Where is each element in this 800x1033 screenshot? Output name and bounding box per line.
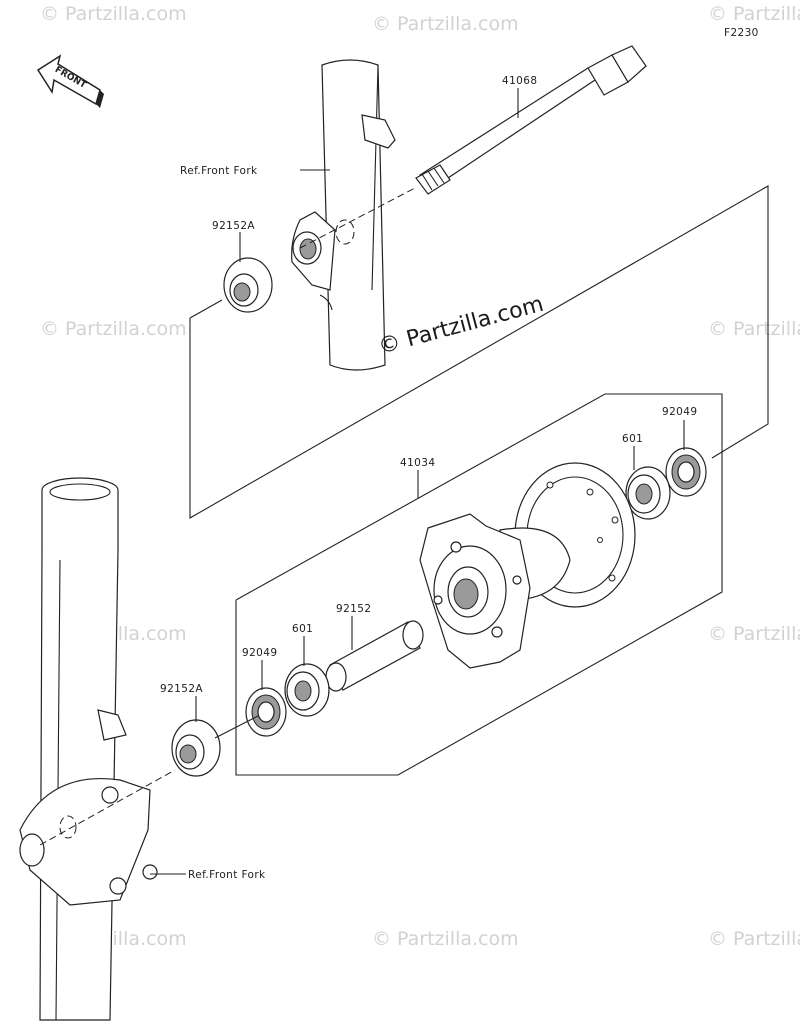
leader-lines <box>150 88 685 875</box>
bearing-right <box>625 466 671 520</box>
axle-hole-hidden-lower <box>59 815 77 839</box>
wheel-hub <box>419 462 636 669</box>
front-fork-lower <box>19 477 158 1021</box>
label-spacer: 92152 <box>336 603 371 615</box>
front-fork-upper <box>291 59 396 371</box>
center-watermark: © Partzilla.com <box>376 292 546 360</box>
assembly-bracket-upper <box>189 185 769 519</box>
watermark: © Partzilla.com <box>708 623 800 645</box>
label-fork-top-ref: Ref.Front Fork <box>180 165 258 177</box>
diagram-code: F2230 <box>724 27 759 39</box>
hub-spacer <box>325 620 424 692</box>
collar-top <box>223 257 273 313</box>
axle-centerline-lower <box>39 769 176 846</box>
watermark: © Partzilla.com <box>708 928 800 950</box>
axle-hole-hidden <box>335 219 355 245</box>
oil-seal-right <box>665 447 707 497</box>
collar-bottom <box>171 719 221 777</box>
watermark: © Partzilla.com <box>708 318 800 340</box>
front-direction-arrow: FRONT <box>36 54 104 108</box>
watermark: © Partzilla.com <box>40 318 187 340</box>
watermark: © Partzilla.com <box>372 928 519 950</box>
label-axle: 41068 <box>502 75 537 87</box>
axle-line-left <box>214 715 259 739</box>
label-seal-left: 92049 <box>242 647 277 659</box>
label-seal-right: 92049 <box>662 406 697 418</box>
label-bearing-left: 601 <box>292 623 313 635</box>
assembly-bracket-lower <box>235 393 723 776</box>
oil-seal-left <box>245 687 287 737</box>
watermark: © Partzilla.com <box>708 3 800 25</box>
label-fork-bottom-ref: Ref.Front Fork <box>188 869 266 881</box>
front-axle <box>415 45 647 195</box>
label-collar-top: 92152A <box>212 220 255 232</box>
label-bearing-right: 601 <box>622 433 643 445</box>
bearing-left <box>284 663 330 717</box>
watermark: © Partzilla.com <box>372 13 519 35</box>
label-collar-bottom: 92152A <box>160 683 203 695</box>
bracket-tick <box>189 299 223 319</box>
watermark: © Partzilla.com <box>40 3 187 25</box>
label-hub: 41034 <box>400 457 435 469</box>
